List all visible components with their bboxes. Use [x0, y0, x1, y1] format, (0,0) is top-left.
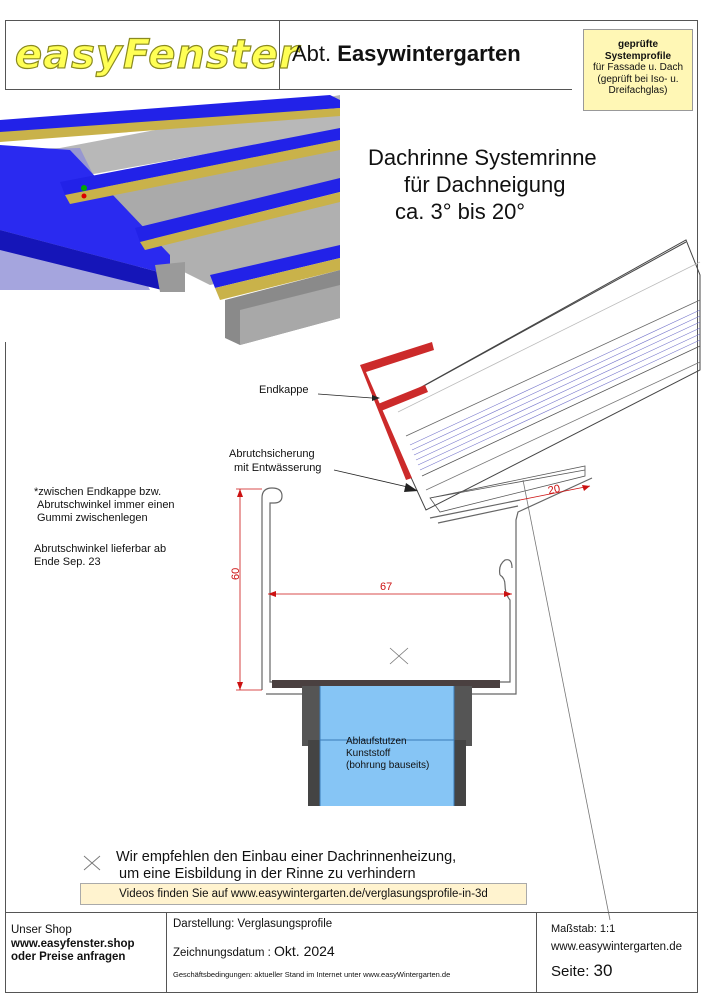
endcap-profile	[360, 342, 434, 480]
easyfenster-logo: easyFenster	[14, 31, 300, 78]
footer-info-cell: Darstellung: Verglasungsprofile Zeichnun…	[167, 912, 537, 993]
drawing-date: Zeichnungsdatum : Okt. 2024	[173, 943, 335, 959]
shop-prices-text: oder Preise anfragen	[11, 951, 126, 963]
kunststoff-label: Kunststoff	[346, 748, 391, 759]
note-line-4: Abrutschwinkel lieferbar ab	[34, 543, 167, 555]
endkappe-label: Endkappe	[259, 384, 309, 396]
shop-info: www.easyfenster.shop oder Preise anfrage…	[11, 938, 135, 964]
center-cross-mark	[389, 647, 409, 665]
footer-page-cell: Maßstab: 1:1 www.easywintergarten.de Sei…	[537, 912, 698, 993]
logo-cell: easyFenster	[5, 20, 299, 90]
abrutschsicherung-label: Abrutchsicherung	[229, 448, 315, 460]
drawing-title: Dachrinne Systemrinne für Dachneigung ca…	[368, 145, 597, 224]
note-line-5: Ende Sep. 23	[34, 556, 101, 568]
note-line-1: *zwischen Endkappe bzw.	[34, 486, 162, 498]
drain-outlet	[272, 680, 500, 806]
gutter-cross-section	[261, 477, 593, 695]
terms-text: Geschäftsbedingungen: aktueller Stand im…	[173, 970, 451, 979]
page-number: Seite: 30	[551, 961, 613, 980]
scale-text: Maßstab: 1:1	[551, 923, 616, 935]
shop-url-link[interactable]: www.easyfenster.shop	[11, 938, 135, 950]
ablaufstutzen-label: Ablaufstutzen	[346, 736, 407, 747]
heating-recommendation: Wir empfehlen den Einbau einer Dachrinne…	[116, 849, 457, 882]
certified-profiles-badge: geprüfte Systemprofile für Fassade u. Da…	[583, 29, 693, 111]
note-line-2: Abrutschwinkel immer einen	[37, 499, 175, 511]
note-line-3: Gummi zwischenlegen	[37, 512, 148, 524]
website-link[interactable]: www.easywintergarten.de	[551, 941, 683, 953]
bohrung-label: (bohrung bauseits)	[346, 760, 430, 771]
dimension-height: 60	[230, 567, 242, 580]
department-cell: Abt. Easywintergarten	[280, 20, 572, 90]
footer-shop-cell: Unser Shop www.easyfenster.shop oder Pre…	[5, 912, 167, 993]
gutter-3d-render	[0, 90, 340, 345]
glass-pane	[379, 239, 701, 921]
dimension-overhang: 20	[546, 482, 562, 498]
shop-label: Unser Shop	[11, 924, 72, 936]
video-banner-link[interactable]: Videos finden Sie auf www.easywintergart…	[80, 883, 527, 905]
page-frame	[5, 20, 698, 993]
dimension-lines	[236, 485, 591, 691]
department-title: Abt. Easywintergarten	[292, 41, 521, 66]
cross-symbol-icon	[83, 855, 101, 871]
dimension-width: 67	[380, 581, 393, 593]
entwaesserung-label: mit Entwässerung	[234, 462, 322, 474]
darstellung-text: Darstellung: Verglasungsprofile	[173, 918, 333, 930]
